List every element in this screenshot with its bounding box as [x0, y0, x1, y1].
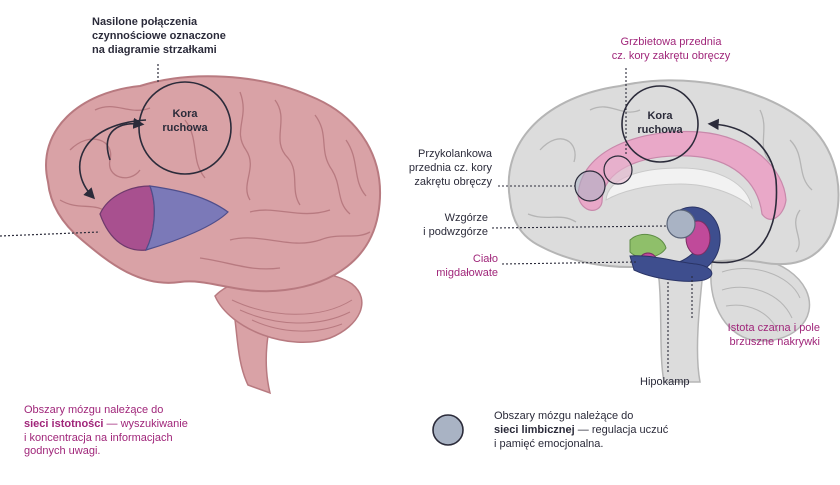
left-connection-arrow [78, 119, 147, 200]
right-motor-cortex-label: Kora ruchowa [625, 110, 695, 138]
left-arrows-note: Nasilone połączenia czynnościowe oznaczo… [92, 16, 226, 57]
limbic-legend-circle [432, 414, 464, 446]
right-brain [491, 68, 840, 383]
limbic-network-description: — regulacja uczuć [574, 423, 669, 436]
thalamus-label: Wzgórze i podwzgórze [380, 212, 488, 240]
salience-network-description: — wyszukiwanie [103, 417, 188, 430]
amygdala-line2: migdałowate [436, 266, 498, 279]
left-motor-cortex-line2: ruchowa [162, 121, 208, 134]
salience-legend: Obszary mózgu należące do sieci istotnoś… [24, 404, 244, 459]
right-dorsal-acc-circle [603, 155, 633, 185]
right-connection-arrow [707, 118, 778, 264]
amygdala-label: Ciało migdałowate [380, 253, 498, 281]
pregenual-acc-label: Przykolankowa przednia cz. kory zakrętu … [380, 148, 492, 189]
right-leader-lines [491, 68, 693, 372]
left-brain [0, 64, 381, 395]
dorsal-acc-label: Grzbietowa przednia cz. kory zakrętu obr… [586, 36, 756, 64]
right-gyri [527, 106, 813, 253]
limbic-network-name: sieci limbicznej [494, 423, 575, 436]
dorsal-acc-line1: Grzbietowa przednia [620, 36, 722, 48]
left-connection-arrow-back [106, 117, 145, 161]
left-arrows-note-line3: na diagramie strzałkami [92, 43, 217, 56]
substantia-nigra-line2: brzuszne nakrywki [729, 335, 820, 348]
left-insula-blue [144, 185, 229, 251]
left-arrows-note-line2: czynnościowe oznaczone [92, 29, 226, 42]
limbic-legend-line1: Obszary mózgu należące do [494, 410, 634, 422]
right-cingulate-inner [605, 167, 753, 210]
pregenual-acc-line3: zakrętu obręczy [414, 175, 492, 188]
right-thalamus-circle [666, 209, 696, 239]
salience-network-name: sieci istotności [24, 417, 104, 430]
pregenual-acc-line1: Przykolankowa [418, 148, 492, 160]
thalamus-line2: i podwzgórze [423, 225, 488, 238]
left-side-leader [0, 231, 101, 237]
left-arrows-note-line1: Nasilone połączenia [92, 16, 198, 28]
right-pregenual-circle [574, 170, 606, 202]
right-cerebellum-folds [721, 268, 801, 333]
amygdala-line1: Ciało [472, 253, 498, 265]
substantia-nigra-label: Istota czarna i pole brzuszne nakrywki [662, 322, 820, 350]
left-motor-cortex-label: Kora ruchowa [150, 108, 220, 136]
hippocampus-label: Hipokamp [640, 376, 690, 388]
salience-legend-line4: godnych uwagi. [24, 445, 101, 458]
limbic-legend-line2: sieci limbicznej — regulacja uczuć [494, 424, 744, 438]
dorsal-acc-line2: cz. kory zakrętu obręczy [611, 49, 731, 62]
right-motor-cortex-line2: ruchowa [637, 123, 683, 136]
salience-legend-line2: sieci istotności — wyszukiwanie [24, 418, 244, 432]
limbic-legend-line3: i pamięć emocjonalna. [494, 437, 604, 450]
right-motor-cortex-circle [621, 85, 699, 163]
right-motor-cortex-line1: Kora [647, 110, 673, 122]
limbic-legend: Obszary mózgu należące do sieci limbiczn… [494, 410, 744, 451]
thalamus-line1: Wzgórze [444, 212, 488, 224]
left-motor-cortex-line1: Kora [172, 108, 198, 120]
right-hippocampus-blue [629, 255, 713, 282]
substantia-nigra-line1: Istota czarna i pole [727, 322, 820, 334]
pregenual-acc-line2: przednia cz. kory [408, 161, 492, 174]
left-cerebellum-folds [231, 299, 353, 332]
salience-legend-line1: Obszary mózgu należące do [24, 404, 164, 416]
salience-legend-line3: i koncentracja na informacjach [24, 431, 173, 444]
